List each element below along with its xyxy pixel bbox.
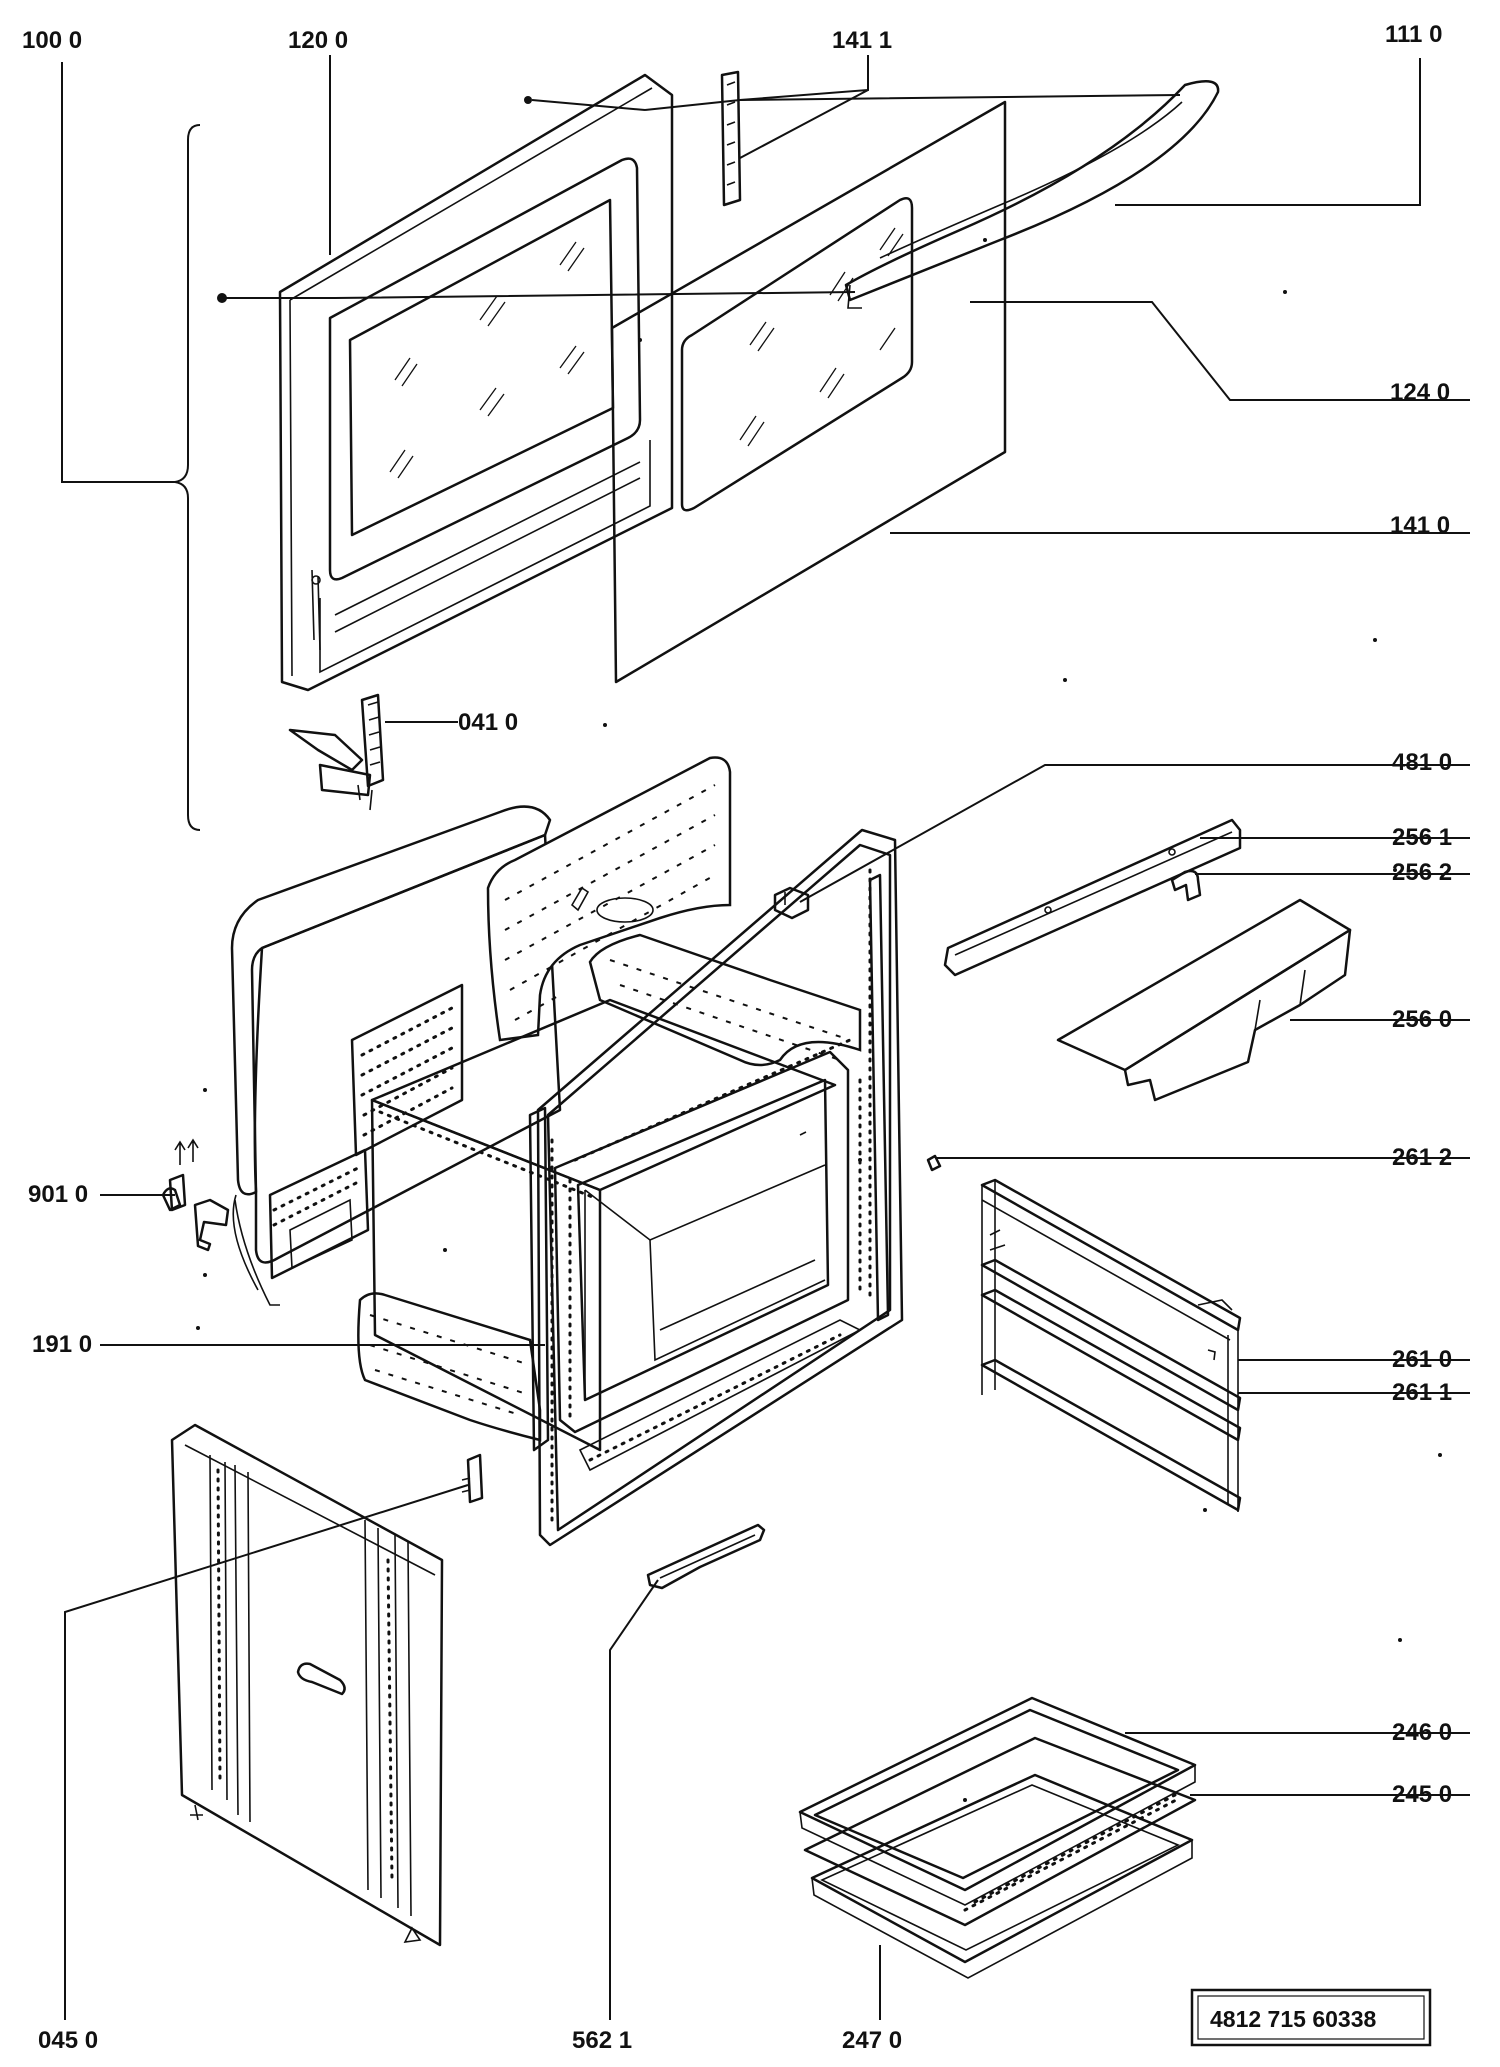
door-seal-strip [720,70,742,207]
label-120-0: 120 0 [288,27,348,54]
door-assembly-bracket [61,62,201,831]
label-100-0: 100 0 [22,27,82,54]
label-261-1: 261 1 [1392,1379,1452,1406]
part-labels: 100 0 120 0 141 1 111 0 124 0 141 0 041 … [22,21,1452,2054]
drip-pan [810,1773,1194,1979]
document-number: 4812 715 60338 [1210,2006,1376,2032]
label-256-1: 256 1 [1392,824,1452,851]
baking-tray [798,1696,1197,1906]
wire-grid [803,1736,1197,1927]
top-rail [943,818,1242,977]
heater-cover [1056,898,1352,1102]
label-481-0: 481 0 [1392,749,1452,776]
label-045-0: 045 0 [38,2027,98,2054]
rear-clip [461,1453,484,1504]
label-901-0: 901 0 [28,1181,88,1208]
screw-261-2 [926,1154,942,1172]
small-bracket-481 [773,886,810,920]
insulation-top-rear [486,756,732,1042]
insulation-bottom [357,1292,542,1442]
oven-side-case [230,805,562,1306]
back-panel [170,1423,444,1947]
label-261-2: 261 2 [1392,1144,1452,1171]
label-191-0: 191 0 [32,1331,92,1358]
oven-front-frame [528,828,904,1547]
glass-hatch-outer [739,227,904,447]
slide-rail [646,1523,766,1590]
label-256-2: 256 2 [1392,859,1452,886]
label-562-1: 562 1 [572,2027,632,2054]
label-261-0: 261 0 [1392,1346,1452,1373]
label-141-1: 141 1 [832,27,892,54]
glass-hatch-inner [389,241,585,479]
door-hinge [288,693,385,811]
leader-lines [64,55,1470,2020]
outer-door-panel [610,100,1007,684]
shelf-supports [980,1178,1242,1512]
label-245-0: 245 0 [1392,1781,1452,1808]
label-111-0: 111 0 [1385,21,1442,48]
label-246-0: 246 0 [1392,1719,1452,1746]
oven-cavity [370,998,837,1452]
label-256-0: 256 0 [1392,1006,1452,1033]
door-latch [161,1138,230,1252]
document-number-box: 4812 715 60338 [1190,1988,1432,2047]
label-247-0: 247 0 [842,2027,902,2054]
insulation-top [588,933,862,1067]
label-124-0: 124 0 [1390,379,1450,406]
label-141-0: 141 0 [1390,512,1450,539]
label-041-0: 041 0 [458,709,518,736]
door-handle [844,80,1220,309]
specks [196,238,1442,1802]
